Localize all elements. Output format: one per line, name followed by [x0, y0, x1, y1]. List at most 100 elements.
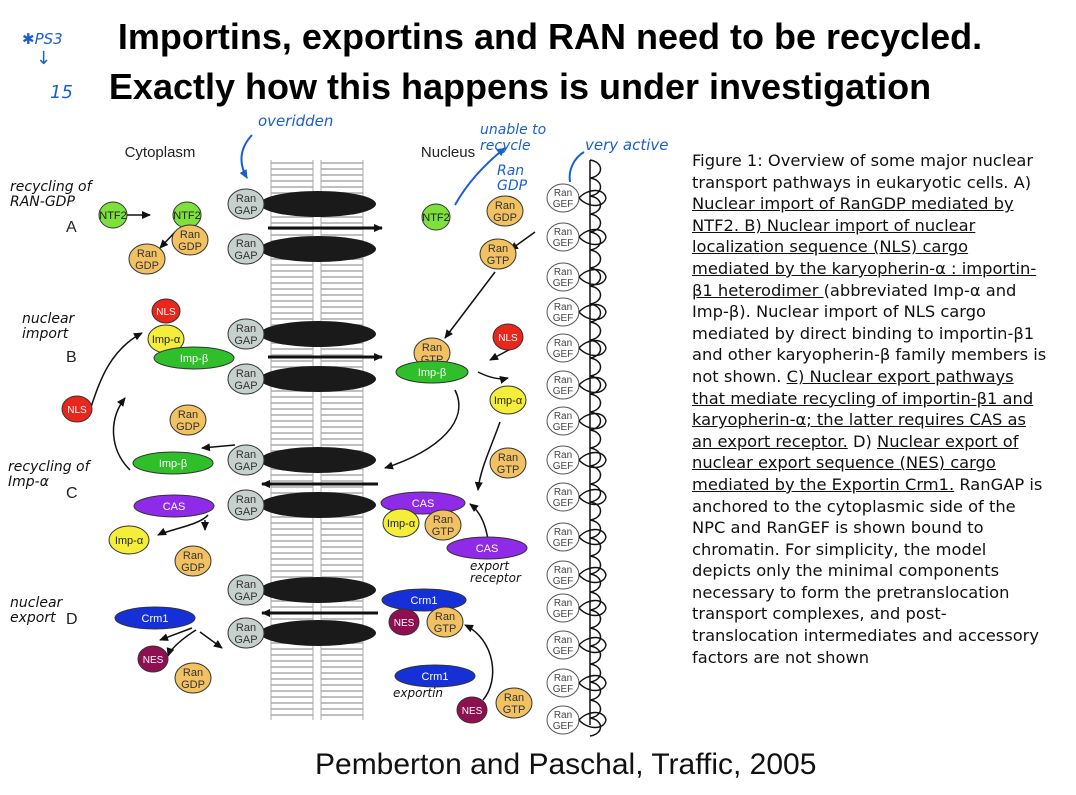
ran-gef-14: RanGEF — [546, 668, 580, 698]
ran-gdp-c: RanGDP — [174, 545, 212, 577]
recycling-ran-gdp-note: recycling of RAN-GDP — [10, 179, 92, 210]
ran-gap-7: RanGAP — [227, 574, 265, 606]
ran-gef-6: RanGEF — [546, 370, 580, 400]
svg-text:Ran: Ran — [554, 565, 572, 576]
svg-text:GEF: GEF — [553, 538, 574, 549]
imp-a-nucleus-b: Imp-α — [489, 385, 527, 415]
svg-text:NLS: NLS — [498, 333, 518, 344]
svg-text:GEF: GEF — [553, 498, 574, 509]
svg-text:CAS: CAS — [476, 543, 499, 555]
ran-gdp-note: Ran GDP — [497, 163, 528, 194]
svg-text:Ran: Ran — [180, 229, 200, 241]
svg-text:GEF: GEF — [553, 576, 574, 587]
chromatin-loop — [578, 566, 607, 584]
cas-receptor-c: CAS — [446, 536, 528, 560]
row-c-label: C — [66, 485, 78, 502]
cas-nucleus-c: CAS — [380, 491, 466, 515]
svg-text:Ran: Ran — [422, 342, 442, 354]
caption-part-2: Nuclear import of RanGDP mediated by NTF… — [692, 194, 1037, 300]
svg-text:Crm1: Crm1 — [422, 671, 449, 683]
chromatin-loop — [578, 412, 607, 430]
overidden-note: overidden — [258, 112, 334, 130]
ran-gef-12: RanGEF — [546, 593, 580, 623]
svg-text:GEF: GEF — [553, 684, 574, 695]
svg-text:Imp-α: Imp-α — [494, 395, 523, 407]
svg-text:GEF: GEF — [553, 646, 574, 657]
nes-cytoplasm-d: NES — [137, 645, 169, 673]
chromatin-loop — [578, 451, 607, 469]
imp-b-c: Imp-β — [132, 451, 214, 475]
nuclear-import-note: nuclear import — [22, 311, 75, 342]
svg-text:GTP: GTP — [497, 464, 520, 476]
svg-text:GDP: GDP — [181, 679, 205, 691]
ran-gap-6: RanGAP — [227, 489, 265, 521]
svg-text:GAP: GAP — [234, 335, 257, 347]
svg-text:GAP: GAP — [234, 205, 257, 217]
imp-a-nucleus-c: Imp-α — [382, 508, 420, 538]
svg-text:Ran: Ran — [183, 550, 203, 562]
svg-text:Ran: Ran — [183, 667, 203, 679]
ran-gef-8: RanGEF — [546, 445, 580, 475]
svg-text:Ran: Ran — [178, 409, 198, 421]
ran-gef-2: RanGEF — [546, 222, 580, 252]
svg-text:Ran: Ran — [554, 375, 572, 386]
overidden-arrow — [239, 134, 253, 179]
ran-gdp-complex-a: RanGDP — [171, 224, 209, 256]
svg-text:Ran: Ran — [236, 193, 256, 205]
chromatin-loop — [578, 303, 607, 321]
chromatin-loop — [578, 189, 607, 207]
svg-text:NLS: NLS — [156, 307, 176, 318]
svg-text:Ran: Ran — [554, 527, 572, 538]
svg-text:Ran: Ran — [433, 514, 453, 526]
svg-text:GAP: GAP — [234, 634, 257, 646]
ran-gef-9: RanGEF — [546, 482, 580, 512]
svg-text:CAS: CAS — [412, 498, 435, 510]
chromatin-loop — [578, 599, 607, 617]
imp-a-cytoplasm-c: Imp-α — [108, 525, 150, 555]
svg-text:GEF: GEF — [553, 609, 574, 620]
svg-text:GTP: GTP — [487, 255, 510, 267]
figure-caption: Figure 1: Overview of some major nuclear… — [692, 150, 1047, 668]
svg-text:Ran: Ran — [435, 611, 455, 623]
svg-text:Imp-β: Imp-β — [159, 458, 187, 470]
svg-text:GAP: GAP — [234, 380, 257, 392]
ran-gef-5: RanGEF — [546, 333, 580, 363]
svg-text:Imp-α: Imp-α — [152, 334, 181, 346]
svg-text:GDP: GDP — [178, 241, 202, 253]
svg-text:GDP: GDP — [135, 260, 159, 272]
chromatin-loop — [578, 528, 607, 546]
svg-text:Ran: Ran — [236, 323, 256, 335]
imp-b-nucleus-b: Imp-β — [395, 360, 469, 384]
svg-text:Ran: Ran — [554, 338, 572, 349]
nuclear-export-note: nuclear export — [10, 595, 63, 626]
svg-text:Ran: Ran — [554, 598, 572, 609]
caption-part-1: Figure 1: Overview of some major nuclear… — [692, 151, 1034, 192]
very-active-note: very active — [585, 136, 669, 154]
svg-text:Ran: Ran — [236, 238, 256, 250]
svg-text:NES: NES — [143, 655, 164, 666]
pathway-arrows — [89, 211, 536, 701]
nuclear-pores — [260, 191, 376, 646]
svg-text:Ran: Ran — [554, 188, 572, 199]
recycling-imp-a-note: recycling of Imp-α — [8, 459, 90, 490]
nes-nucleus-d: NES — [388, 608, 420, 636]
unable-recycle-arrow — [454, 147, 506, 206]
ran-gef-15: RanGEF — [546, 705, 580, 735]
ntf2-complex: NTF2 — [172, 201, 202, 229]
svg-text:Imp-α: Imp-α — [115, 535, 144, 547]
ran-gef-4: RanGEF — [546, 297, 580, 327]
ran-gap-3: RanGAP — [227, 318, 265, 350]
ran-gef-1: RanGEF — [546, 183, 580, 213]
svg-text:GTP: GTP — [503, 704, 526, 716]
svg-text:Ran: Ran — [554, 487, 572, 498]
nls-b: NLS — [151, 298, 181, 324]
svg-text:GAP: GAP — [234, 250, 257, 262]
chromatin-loop — [578, 376, 607, 394]
svg-text:GEF: GEF — [553, 386, 574, 397]
svg-text:Ran: Ran — [554, 710, 572, 721]
ran-gef-10: RanGEF — [546, 522, 580, 552]
